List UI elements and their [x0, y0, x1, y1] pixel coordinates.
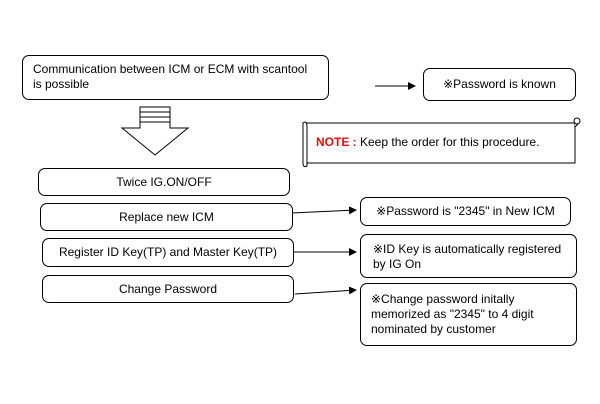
- note-change-password: ※Change password initally memorized as "…: [360, 283, 577, 346]
- note-id-key-text: ※ID Key is automatically registered by I…: [373, 242, 562, 271]
- communication-box: Communication between ICM or ECM with sc…: [22, 55, 329, 100]
- step-register-key-text: Register ID Key(TP) and Master Key(TP): [58, 245, 278, 259]
- step-register-key: Register ID Key(TP) and Master Key(TP): [42, 238, 294, 267]
- note-change-password-text: ※Change password initally memorized as "…: [371, 292, 534, 336]
- big-down-arrow: [120, 106, 190, 156]
- note-new-icm-password-text: ※Password is "2345" in New ICM: [376, 204, 555, 218]
- note-label: NOTE :: [316, 135, 357, 149]
- password-known-box: ※Password is known: [423, 68, 576, 101]
- password-known-text: ※Password is known: [443, 77, 556, 91]
- arrow-change-password: [294, 286, 357, 295]
- note-id-key: ※ID Key is automatically registered by I…: [360, 234, 577, 278]
- step-twice-ig: Twice IG.ON/OFF: [38, 168, 290, 196]
- step-replace-icm: Replace new ICM: [40, 203, 293, 231]
- step-change-password: Change Password: [42, 275, 294, 303]
- communication-text: Communication between ICM or ECM with sc…: [33, 62, 308, 91]
- note-new-icm-password: ※Password is "2345" in New ICM: [360, 197, 571, 226]
- note-text: NOTE : Keep the order for this procedure…: [316, 135, 539, 150]
- note-scroll: [302, 117, 581, 168]
- step-replace-icm-text: Replace new ICM: [119, 209, 214, 224]
- note-body: Keep the order for this procedure.: [356, 135, 540, 149]
- step-twice-ig-text: Twice IG.ON/OFF: [116, 174, 212, 189]
- step-change-password-text: Change Password: [118, 281, 218, 296]
